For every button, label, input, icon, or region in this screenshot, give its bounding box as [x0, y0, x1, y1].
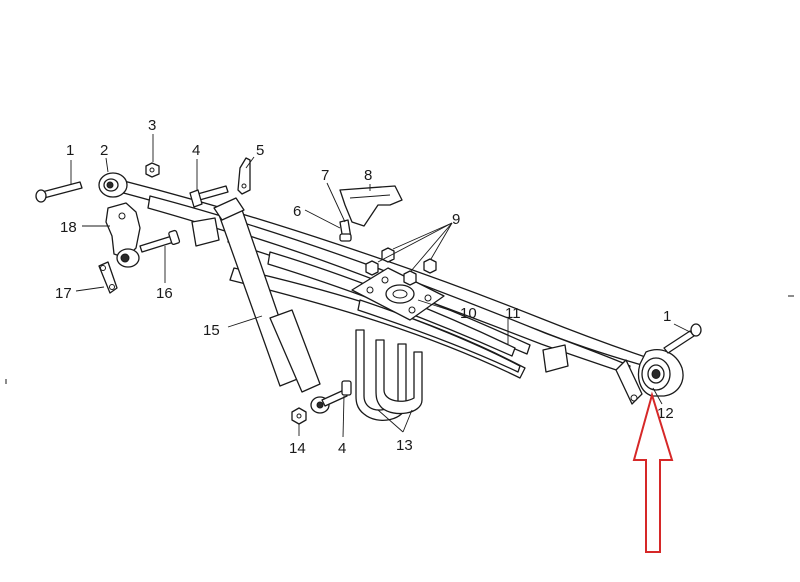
- callout-11: 11: [505, 305, 521, 322]
- callout-14: 14: [289, 440, 306, 457]
- callout-5: 5: [256, 142, 264, 159]
- callout-12: 12: [657, 405, 674, 422]
- shackle-bracket: [105, 202, 141, 268]
- callout-labels: 1 2 3 4 5 6 7 8 9 10 11 1 12 13 4 14 15 …: [55, 117, 674, 457]
- up-arrow-icon: [632, 391, 674, 553]
- callout-13: 13: [396, 437, 413, 454]
- callout-2: 2: [100, 142, 108, 159]
- callout-6: 6: [293, 203, 301, 220]
- callout-10: 10: [460, 305, 477, 322]
- callout-3: 3: [148, 117, 156, 134]
- shackle-plate-17: [98, 261, 118, 294]
- callout-9: 9: [452, 211, 460, 228]
- callout-1-right: 1: [663, 308, 671, 325]
- leaf-clip: [542, 344, 569, 373]
- callout-18: 18: [60, 219, 77, 236]
- callout-15: 15: [203, 322, 220, 339]
- u-bolts-13: [355, 329, 423, 421]
- callout-7: 7: [321, 167, 329, 184]
- rear-bushing-12: [637, 349, 684, 397]
- bolt-1-right: [663, 323, 702, 354]
- bolt-4-top: [189, 185, 229, 208]
- callout-16: 16: [156, 285, 173, 302]
- spring-plate-10: [351, 267, 445, 321]
- leaf-clip-front: [191, 217, 220, 247]
- callout-1-left: 1: [66, 142, 74, 159]
- bracket-8: [339, 185, 403, 227]
- washer-5: [237, 157, 251, 195]
- leader-lines: [70, 134, 691, 438]
- nut-14: [291, 407, 307, 425]
- callout-8: 8: [364, 167, 372, 184]
- front-spring-eye: [98, 172, 128, 198]
- callout-4-bottom: 4: [338, 440, 346, 457]
- callout-4-top: 4: [192, 142, 200, 159]
- bolt-1-left: [35, 181, 83, 203]
- nut-3: [145, 162, 160, 178]
- bolt-6: [339, 219, 352, 242]
- bolt-4-bottom: [321, 380, 352, 407]
- bolt-16: [139, 229, 181, 253]
- rear-hanger-plate: [615, 359, 643, 405]
- callout-17: 17: [55, 285, 72, 302]
